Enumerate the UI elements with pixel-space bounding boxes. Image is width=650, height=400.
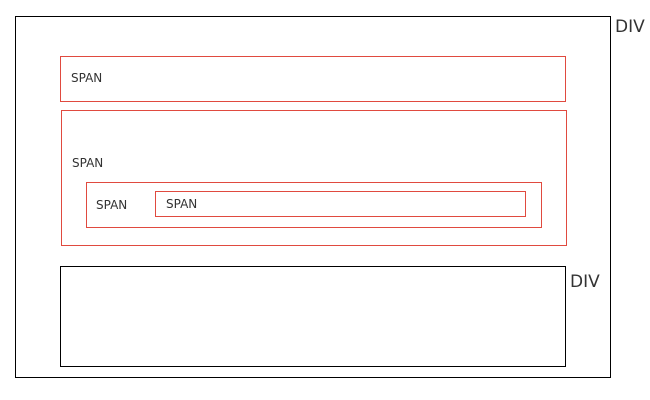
- span-box-4: SPAN: [155, 191, 526, 217]
- span-1-label: SPAN: [71, 71, 103, 85]
- span-box-3: SPAN: [86, 182, 542, 228]
- outer-div-tag: DIV: [615, 17, 645, 37]
- span-2-label: SPAN: [72, 156, 104, 170]
- span-box-2: SPAN: [61, 110, 567, 246]
- span-4-label: SPAN: [166, 197, 198, 211]
- outer-div: [15, 16, 611, 378]
- span-box-1: SPAN: [60, 56, 566, 102]
- inner-div-tag: DIV: [570, 272, 600, 292]
- inner-div: [60, 266, 566, 367]
- span-3-label: SPAN: [96, 198, 128, 212]
